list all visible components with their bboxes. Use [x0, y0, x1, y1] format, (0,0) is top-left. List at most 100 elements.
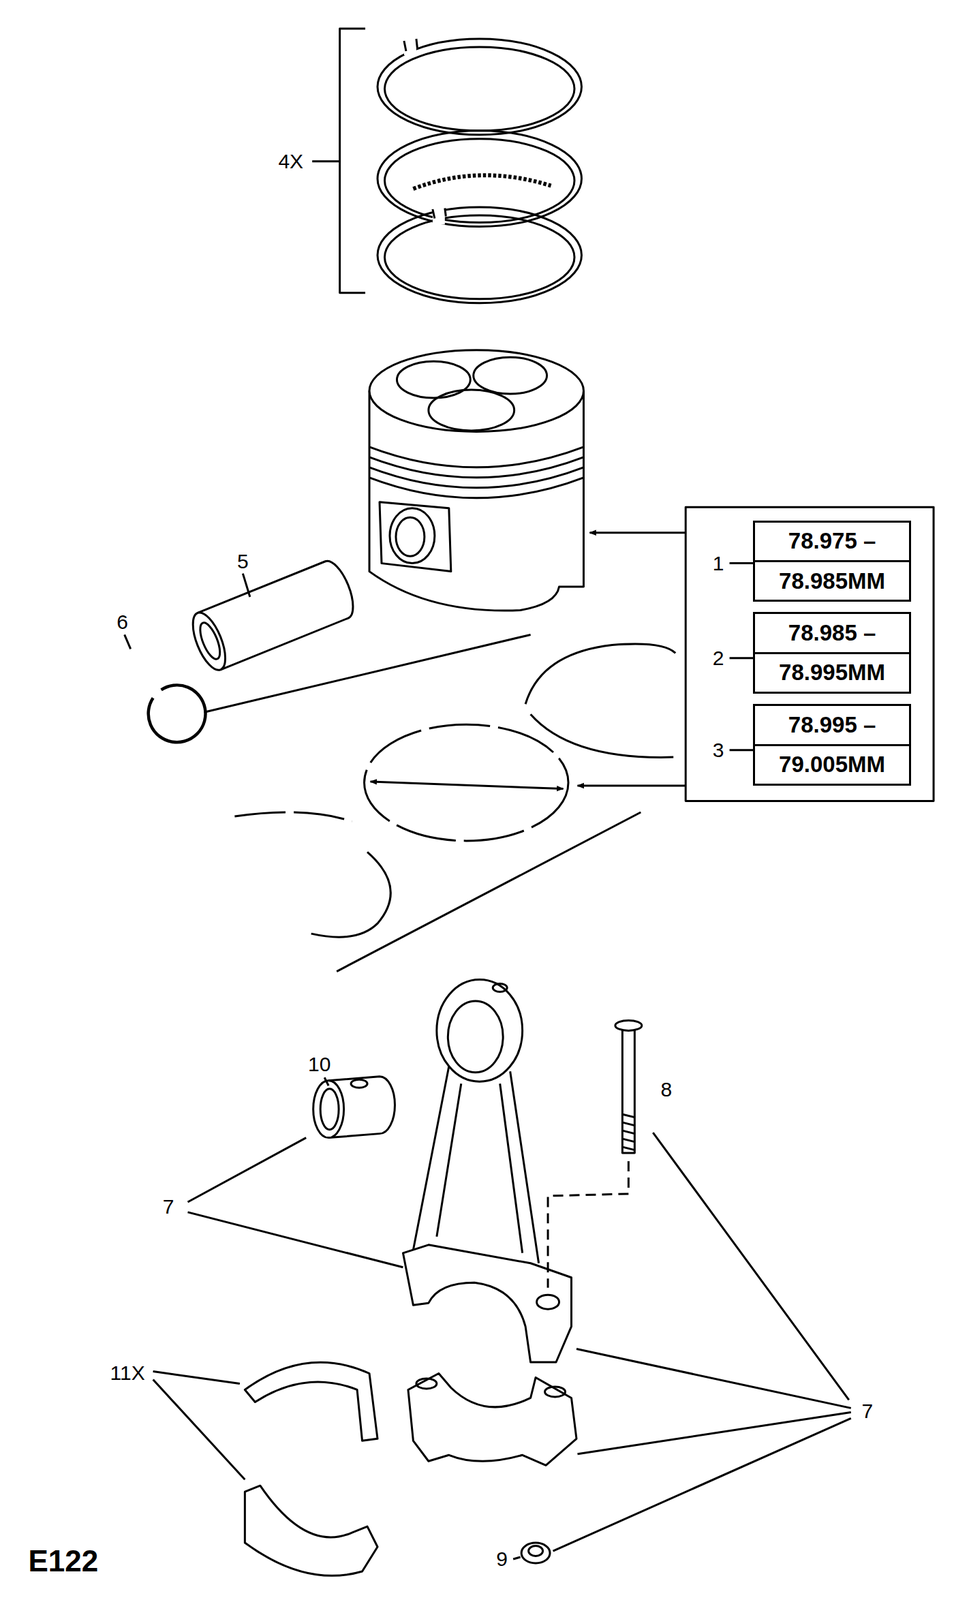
bore-outline: [364, 724, 569, 841]
small-end-bush: [313, 1076, 396, 1138]
ring-outer: [377, 130, 582, 227]
ring-outer: [377, 207, 582, 304]
figure-code: E122: [27, 1546, 99, 1577]
size-class-box: 78.995 –79.005MM: [752, 703, 912, 786]
nut-body: [521, 1542, 550, 1564]
oil-hole: [492, 983, 507, 993]
leader-line: [652, 1132, 849, 1400]
cylinder-block: [203, 634, 676, 972]
callout-number: 6: [116, 611, 129, 633]
size-class-number: 3: [712, 740, 725, 761]
bearing-shell: [244, 1362, 378, 1441]
bush-bore: [320, 1088, 339, 1130]
spec-outline: [685, 506, 934, 801]
leader-line: [188, 1137, 404, 1268]
piston: [369, 350, 584, 611]
leader-line: [124, 634, 131, 649]
dimension-value: 78.995MM: [755, 654, 910, 692]
ring-gap: [432, 208, 446, 219]
callout-number: 8: [660, 1079, 672, 1100]
ring-inner: [384, 215, 575, 300]
bolt-head: [615, 1020, 642, 1031]
dimension-value: 78.975 –: [755, 522, 910, 563]
valve-relief: [473, 357, 548, 394]
assembly-line: [547, 1161, 629, 1288]
dimension-value: 78.985MM: [755, 562, 910, 600]
leader-line: [312, 160, 340, 163]
bolt-thread: [622, 1114, 635, 1150]
rod-beam: [436, 1083, 523, 1254]
ring-expander: [412, 175, 551, 189]
ring-bracket: [312, 28, 366, 294]
piston-rings: [377, 32, 582, 304]
quantity-label: 4X: [278, 151, 304, 172]
block-edge: [203, 634, 531, 713]
dimension-value: 79.005MM: [755, 746, 910, 784]
rod-beam: [412, 1066, 539, 1264]
spec-frame: [577, 506, 934, 801]
leader-line: [729, 563, 753, 751]
callout-number: 9: [496, 1548, 508, 1570]
block-edge: [336, 812, 641, 972]
bolt-hole: [416, 1378, 437, 1389]
pin-end: [186, 608, 232, 675]
leader-line: [153, 1371, 246, 1481]
dimension-value: 78.995 –: [755, 705, 910, 746]
pin-boss: [379, 502, 452, 572]
bolt-hole: [536, 1294, 560, 1310]
leader-line: [553, 1349, 852, 1551]
cap-body: [408, 1373, 577, 1466]
leader-line: [242, 573, 250, 597]
nut-bore: [528, 1546, 544, 1557]
callout-number: 11X: [110, 1362, 146, 1384]
callout-number: 7: [861, 1401, 873, 1422]
pointer-arrow: [589, 531, 686, 534]
ring-groove: [369, 447, 584, 499]
gudgeon-pin: [186, 556, 360, 674]
oil-hole: [350, 1079, 368, 1088]
size-class-number: 1: [712, 553, 725, 574]
size-class-number: 2: [712, 648, 725, 669]
bearing-shell: [244, 1485, 378, 1576]
pin-bore: [395, 517, 425, 557]
bolt-shank: [622, 1028, 635, 1153]
connecting-rod: [402, 979, 572, 1363]
bore-outline: [525, 643, 676, 704]
leader-line: [324, 1077, 329, 1086]
size-class-box: 78.975 –78.985MM: [752, 520, 912, 603]
small-end-bore: [447, 1001, 503, 1073]
ring-gap: [404, 38, 418, 52]
bracket-line: [340, 28, 366, 294]
bore-outline: [234, 812, 352, 822]
valve-relief: [396, 361, 471, 398]
size-class-box: 78.985 –78.995MM: [752, 611, 912, 694]
callout-number: 7: [162, 1196, 175, 1218]
rod-bolt: [547, 1020, 642, 1288]
leader-line: [513, 1557, 520, 1560]
ring-inner: [384, 139, 575, 223]
bearing-shells: [244, 1362, 378, 1576]
small-end: [436, 979, 523, 1083]
pin-bore: [389, 508, 435, 564]
bush-end: [313, 1080, 345, 1138]
piston-crown: [369, 350, 584, 433]
valve-relief: [428, 389, 515, 431]
leader-lines: [124, 573, 852, 1560]
bore-outline: [311, 851, 392, 937]
pin-hole: [196, 620, 225, 662]
rod-nut: [521, 1542, 550, 1564]
callout-number: 10: [308, 1054, 331, 1075]
diameter-arrow: [370, 781, 564, 789]
dimension-value: 78.985 –: [755, 613, 910, 654]
bolt-hole: [545, 1386, 566, 1397]
circlip: [148, 684, 206, 743]
ring-inner: [384, 47, 575, 131]
rod-cap: [408, 1373, 577, 1466]
pointer-arrow: [577, 785, 686, 788]
callout-number: 5: [237, 551, 249, 572]
big-end: [402, 1244, 572, 1363]
